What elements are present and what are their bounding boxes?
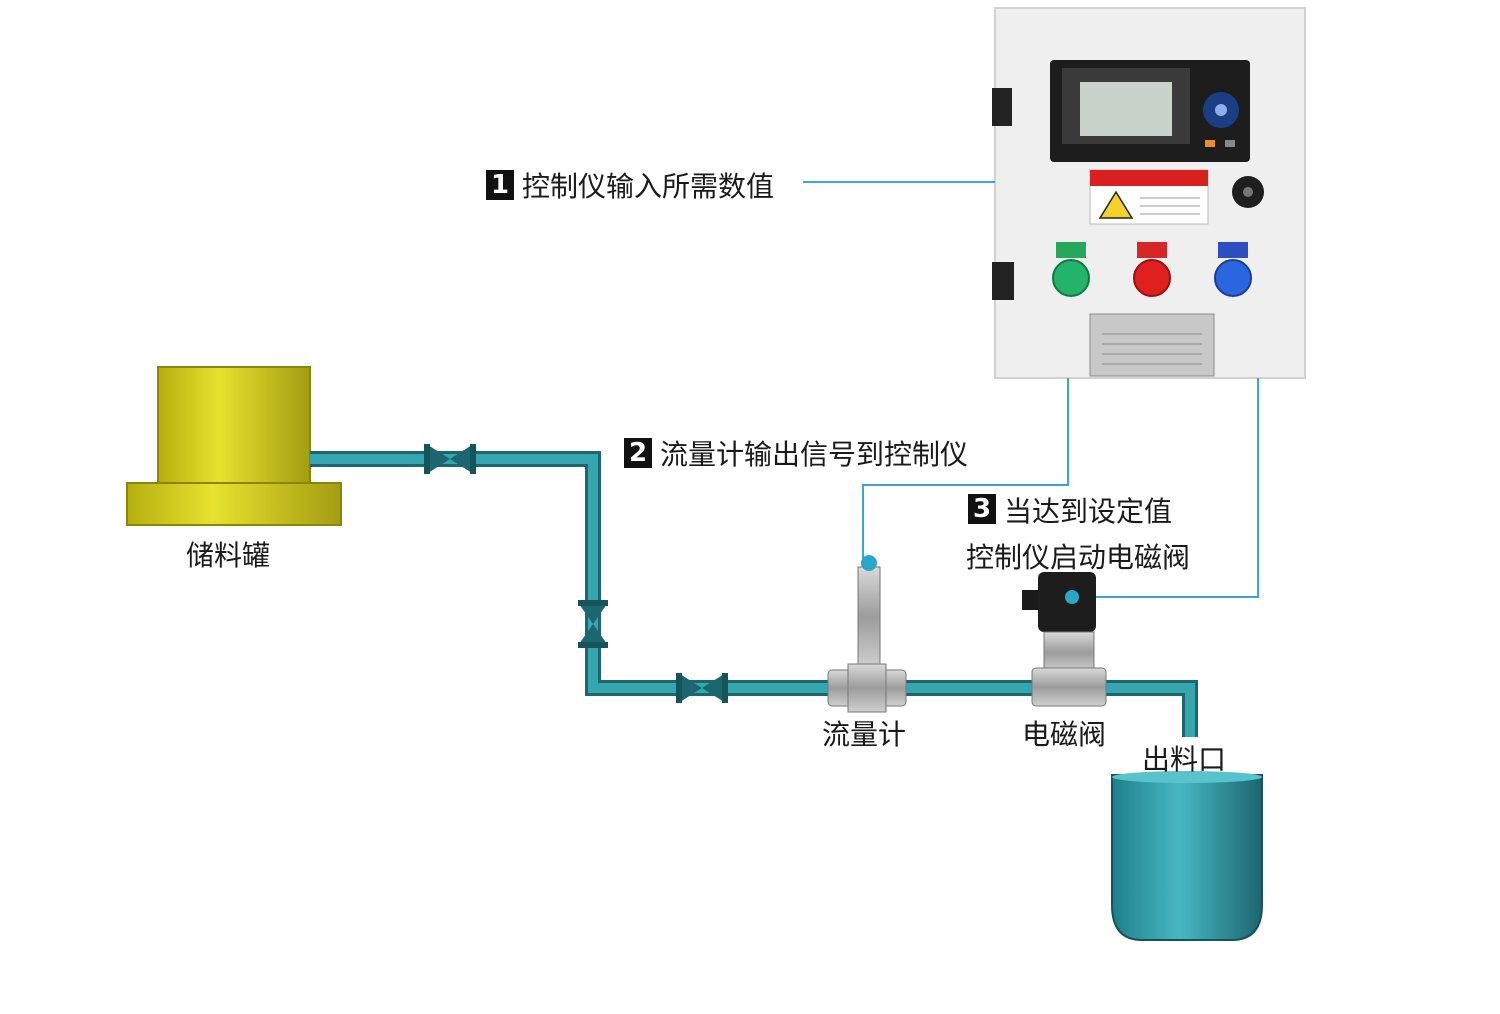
start-button bbox=[1052, 259, 1090, 297]
cabinet-hinge-top bbox=[992, 88, 1012, 126]
step-2-number: 2 bbox=[624, 438, 652, 468]
step-3-text-line1: 当达到设定值 bbox=[1004, 495, 1173, 528]
step-2: 2 流量计输出信号到控制仪 bbox=[624, 433, 968, 473]
step-1: 1 控制仪输入所需数值 bbox=[486, 165, 774, 205]
step-1-number: 1 bbox=[486, 170, 514, 200]
solenoid-valve bbox=[1022, 572, 1107, 707]
valve-horizontal-1 bbox=[424, 444, 476, 474]
solenoid-valve-label: 电磁阀 bbox=[1022, 718, 1107, 751]
pipeline bbox=[310, 451, 1198, 737]
step-3: 3 当达到设定值 控制仪启动电磁阀 bbox=[966, 490, 1191, 576]
lcd-screen bbox=[1080, 82, 1172, 136]
signal-line-valve bbox=[1080, 378, 1259, 598]
control-cabinet bbox=[992, 7, 1306, 379]
outlet-bucket bbox=[1111, 771, 1263, 941]
warning-icon bbox=[1098, 190, 1134, 219]
valve-vertical bbox=[578, 600, 608, 648]
cabinet-hinge-bottom bbox=[992, 262, 1014, 300]
outlet-label: 出料口 bbox=[1142, 743, 1227, 776]
step-3-number: 3 bbox=[968, 494, 996, 524]
flow-meter bbox=[827, 555, 907, 713]
signal-lines bbox=[803, 181, 1259, 598]
storage-tank bbox=[126, 366, 342, 526]
reset-button bbox=[1214, 259, 1252, 297]
step-1-text: 控制仪输入所需数值 bbox=[522, 170, 775, 203]
storage-tank-label: 储料罐 bbox=[186, 539, 271, 572]
stop-button bbox=[1133, 259, 1171, 297]
step-3-text-line2: 控制仪启动电磁阀 bbox=[966, 541, 1191, 574]
step-2-text: 流量计输出信号到控制仪 bbox=[660, 438, 969, 471]
flow-meter-label: 流量计 bbox=[822, 718, 907, 751]
signal-line-flowmeter bbox=[862, 378, 1069, 560]
nameplate bbox=[1089, 313, 1215, 377]
valve-horizontal-2 bbox=[676, 673, 728, 703]
